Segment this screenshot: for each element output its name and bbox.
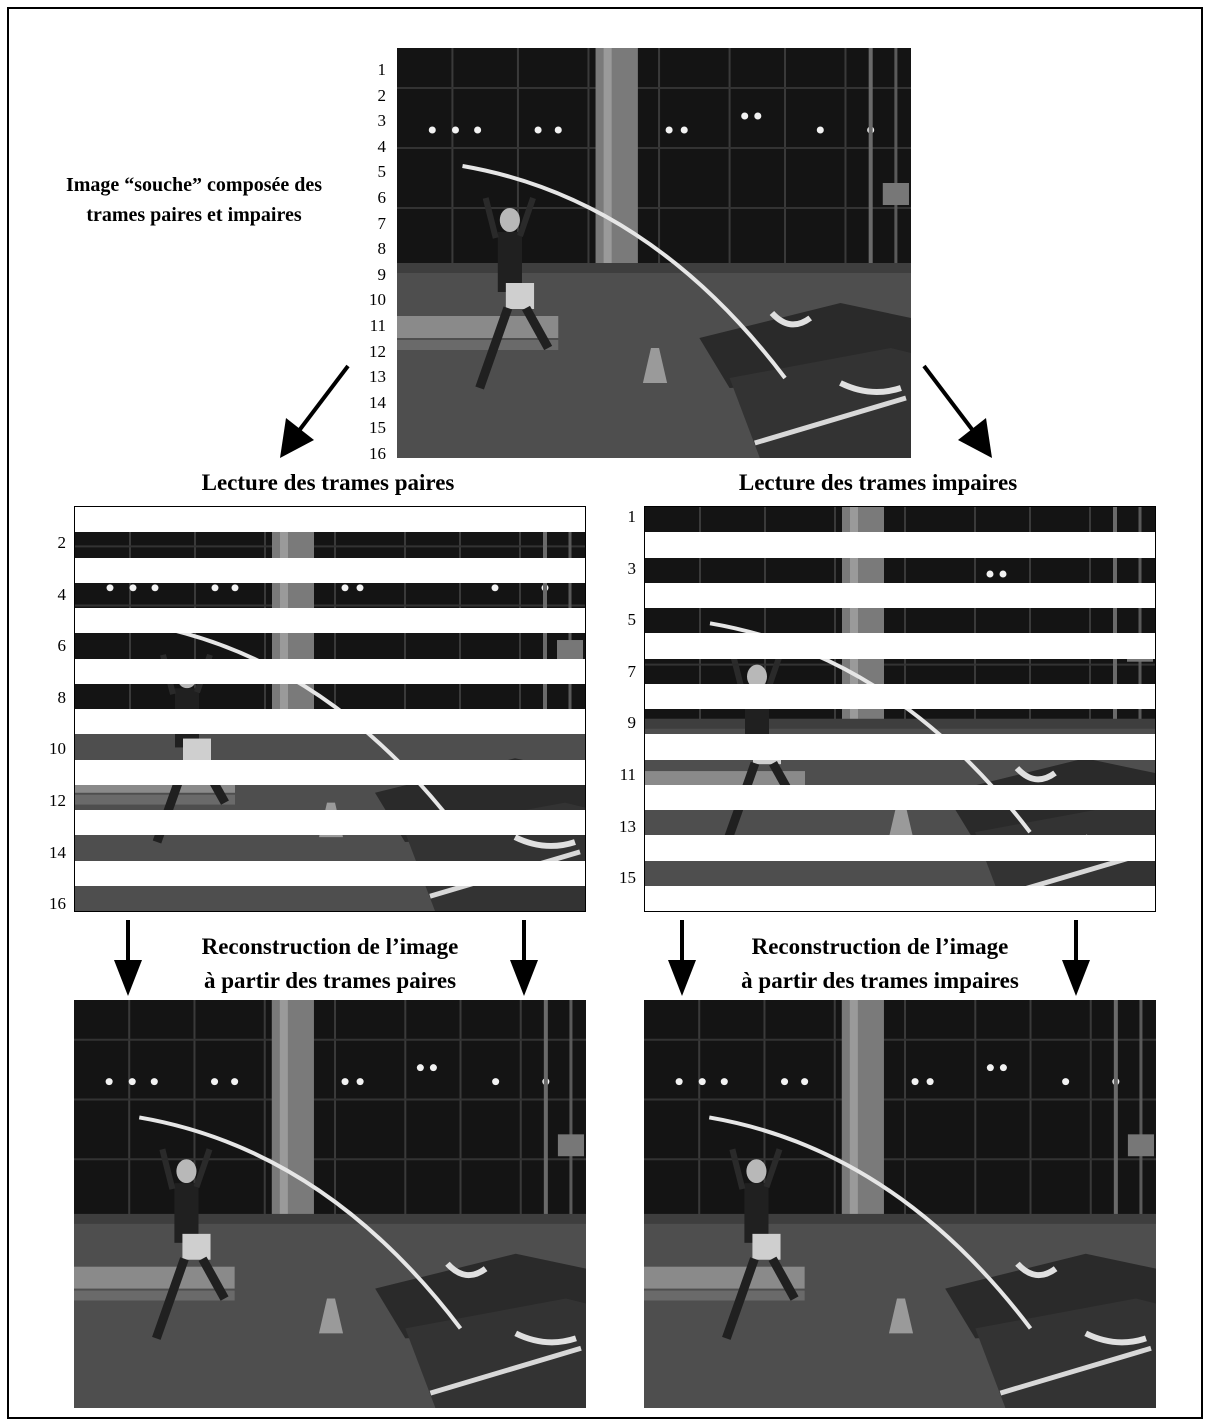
even-reconstruction-caption: Reconstruction de l’image à partir des t…: [150, 930, 510, 998]
arrow-down-icon: [510, 920, 538, 996]
blank-field-strip: [645, 582, 1155, 608]
even-reconstruction-line1: Reconstruction de l’image: [201, 934, 459, 959]
source-caption: Image “souche” composée des trames paire…: [14, 170, 374, 230]
line-number: 6: [377, 188, 387, 207]
line-number: 3: [377, 111, 387, 131]
odd-reconstructed-photo: [644, 1000, 1156, 1408]
odd-fields-title: Lecture des trames impaires: [738, 470, 1018, 495]
line-number: 15: [369, 418, 386, 438]
line-number: 13: [619, 816, 636, 836]
pole-vault-scene-image: [644, 1000, 1156, 1408]
even-reconstruction-line2: à partir des trames paires: [203, 968, 457, 993]
line-number: 8: [377, 239, 387, 259]
line-number: 10: [369, 290, 386, 310]
line-number: 11: [369, 316, 386, 335]
line-number: 14: [369, 392, 386, 412]
arrow-down-icon: [1062, 920, 1090, 996]
arrow-down-left-icon: [280, 364, 350, 458]
line-number: 11: [619, 765, 636, 784]
line-number: 2: [377, 85, 387, 105]
blank-field-strip: [75, 507, 585, 533]
arrow-down-icon: [114, 920, 142, 996]
blank-field-strip: [75, 658, 585, 684]
line-number: 4: [57, 584, 67, 604]
line-number: 16: [369, 444, 386, 463]
blank-field-strip: [645, 835, 1155, 861]
blank-field-strip: [75, 759, 585, 785]
even-fields-photo: [74, 506, 586, 912]
arrow-down-icon: [668, 920, 696, 996]
line-number: 7: [377, 213, 387, 233]
source-caption-line1: Image “souche” composée des: [65, 174, 323, 196]
blank-field-strip: [75, 709, 585, 735]
blank-field-strip: [645, 734, 1155, 760]
line-number: 14: [49, 842, 66, 862]
line-number: 3: [627, 558, 637, 578]
line-number: 9: [377, 264, 387, 284]
line-number: 13: [369, 367, 386, 387]
line-number: 15: [619, 868, 636, 888]
odd-reconstruction-caption: Reconstruction de l’image à partir des t…: [690, 930, 1070, 998]
blank-field-strip: [75, 608, 585, 634]
line-number: 16: [49, 894, 66, 914]
source-caption-line2: trames paires et impaires: [86, 204, 302, 226]
odd-reconstruction-line2: à partir des trames impaires: [741, 968, 1019, 993]
line-number: 5: [627, 610, 637, 630]
line-number: 12: [369, 341, 386, 361]
figure-frame: [7, 7, 1203, 1419]
odd-fields-photo: [644, 506, 1156, 912]
line-number: 10: [49, 739, 66, 759]
line-number: 5: [377, 162, 387, 182]
source-photo: [397, 48, 911, 458]
blank-field-strip: [75, 860, 585, 886]
blank-field-strip: [645, 532, 1155, 558]
line-number: 1: [627, 507, 637, 526]
line-number: 8: [57, 687, 67, 707]
blank-field-strip: [75, 810, 585, 836]
blank-field-strip: [75, 557, 585, 583]
line-number: 9: [627, 713, 637, 733]
pole-vault-scene-image: [74, 1000, 586, 1408]
line-number: 1: [377, 60, 387, 79]
even-reconstructed-photo: [74, 1000, 586, 1408]
blank-field-strip: [645, 784, 1155, 810]
blank-field-strip: [645, 633, 1155, 659]
even-fields-title: Lecture des trames paires: [201, 470, 455, 495]
blank-field-strip: [645, 885, 1155, 911]
odd-reconstruction-line1: Reconstruction de l’image: [751, 934, 1009, 959]
line-number: 4: [377, 136, 387, 156]
line-number: 2: [57, 533, 67, 552]
line-number: 12: [49, 791, 66, 810]
line-number: 6: [57, 636, 67, 656]
line-number: 7: [627, 661, 637, 681]
pole-vault-scene-image: [397, 48, 911, 458]
blank-field-strip: [645, 683, 1155, 709]
arrow-down-right-icon: [922, 364, 992, 458]
